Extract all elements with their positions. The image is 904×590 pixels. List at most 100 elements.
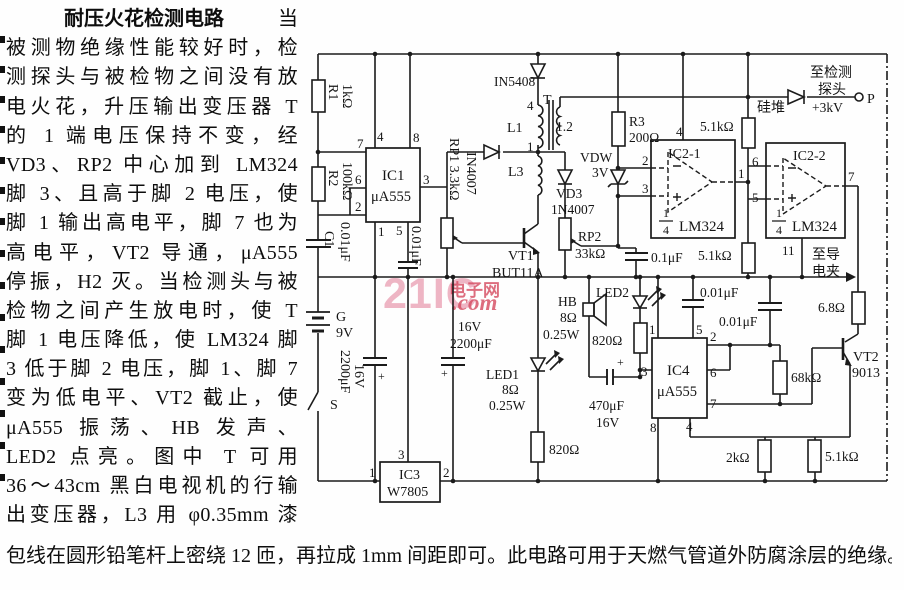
circuit-label: 1N4007 (551, 202, 595, 217)
circuit-label: LED1 (486, 367, 519, 382)
article-title-line: 耐压火花检测电路 当 (6, 5, 298, 34)
circuit-label: IC2-2 (793, 149, 826, 164)
circuit-label: W7805 (387, 485, 428, 500)
circuit-label: 3 (642, 181, 649, 196)
circuit-label: 0.25W (489, 398, 526, 413)
diode-silicon-stack (787, 88, 806, 106)
switch-s (307, 391, 319, 411)
article-line: 的 1 端电压保持不变，经 (6, 124, 298, 147)
circuit-label: 6 (752, 154, 759, 169)
circuit-label: IC4 (667, 363, 690, 379)
circuit-label: +3kV (812, 100, 843, 115)
article-title: 耐压火花检测电路 (64, 8, 224, 30)
article-line: 脚 1 输出高电平，脚 7 也为 (6, 212, 298, 235)
circuit-label: 2 (355, 199, 362, 214)
resistor-6r8 (851, 291, 866, 325)
article-line: 被测物绝缘性能较好时，检 (6, 37, 298, 60)
circuit-label: 820Ω (549, 442, 579, 457)
circuit-label: 8 (650, 420, 657, 435)
resistor-r1 (311, 79, 326, 113)
article-line: 脚 3、且高于脚 2 电压，使 (6, 183, 298, 206)
resistor-68k (772, 360, 788, 395)
resistor-5k1-mid (741, 242, 756, 274)
circuit-label: 6 (710, 365, 717, 380)
article-line: 变为低电平、VT2 截止，使 (6, 387, 298, 410)
article-line: LED2 点亮。图中 T 可用 (6, 445, 298, 468)
circuit-label: R1 (325, 84, 340, 100)
resistor-2k (757, 439, 772, 473)
circuit-label: 电夹 (812, 264, 840, 280)
resistor-5k1-bottom (807, 439, 822, 473)
circuit-label: 16V (458, 319, 482, 334)
circuit-label: 1.2 (556, 119, 573, 134)
circuit-label: 4 (676, 124, 683, 139)
ic2-1-lm324 (650, 139, 736, 239)
circuit-label: L1 (507, 121, 523, 136)
circuit-label: 2 (710, 329, 717, 344)
circuit-label: 4 (686, 419, 693, 434)
circuit-label: P (867, 92, 875, 107)
circuit-label: 3 (641, 364, 648, 379)
battery-g (306, 311, 330, 326)
led1 (529, 357, 547, 373)
circuit-label: 1 (369, 465, 376, 480)
circuit-label: 5 (696, 322, 703, 337)
circuit-label: 33kΩ (575, 246, 605, 261)
article-line: 3 低于脚 2 电压，脚 1、脚 7 (6, 358, 298, 381)
resistor-820-led2 (633, 322, 648, 354)
circuit-label: + (441, 366, 448, 380)
ic1-ua555 (365, 147, 421, 223)
diode-in4007 (483, 143, 501, 161)
pot-rp2 (558, 217, 572, 251)
resistor-5k1-top (741, 117, 756, 149)
circuit-label: 5 (752, 190, 759, 205)
ic2-2-lm324 (765, 142, 846, 239)
article-line: 电火花，升压输出变压器 T (6, 95, 298, 118)
circuit-label: IN5408 (494, 74, 535, 89)
circuit-label: 8Ω (560, 310, 577, 325)
circuit-label: R2 (325, 170, 340, 186)
circuit-label: 6 (355, 172, 362, 187)
ic4-ua555 (651, 337, 708, 419)
diode-vd3 (556, 169, 574, 186)
circuit-label: 1 (649, 322, 656, 337)
circuit-label: S (330, 398, 338, 413)
resistor-r2 (311, 166, 326, 202)
circuit-label: G (336, 310, 346, 325)
circuit-label: T (543, 93, 552, 108)
circuit-label: 5.1kΩ (825, 449, 859, 464)
circuit-label: VDW (580, 150, 612, 165)
circuit-label: 2200μF (337, 350, 352, 394)
circuit-label: 0.25W (543, 327, 580, 342)
circuit-label: R3 (629, 114, 645, 129)
circuit-label: μA555 (371, 189, 411, 205)
circuit-label: VT2 (853, 350, 879, 365)
circuit-label: RP2 (578, 229, 601, 244)
circuit-label: 100kΩ (339, 162, 354, 200)
circuit-label: 4 (377, 129, 384, 144)
article-line: VD3、RP2 中心加到 LM324 (6, 153, 298, 176)
article-line: 高电平，VT2 导通，μA555 (6, 241, 298, 264)
terminal-p (854, 92, 864, 102)
transformer-t (537, 100, 563, 196)
circuit-label: IC1 (382, 168, 405, 184)
circuit-label: 4 (527, 98, 534, 113)
circuit-label: BUT11A (492, 266, 544, 281)
circuit-label: 1 (738, 166, 745, 181)
junction-dots (315, 51, 818, 484)
circuit-label: 16V (596, 415, 620, 430)
circuit-label: 0.01μF (719, 314, 758, 329)
circuit-label: 0.01μF (408, 226, 423, 266)
article-line: 脚 1 电压降低，使 LM324 脚 (6, 329, 298, 352)
led2 (631, 295, 649, 310)
circuit-label: 1 (663, 206, 669, 220)
article-title-rest: 当 (278, 8, 298, 30)
article-line: 测探头与被检物之间没有放 (6, 66, 298, 89)
ic3-w7805 (379, 461, 441, 503)
diodes (483, 63, 806, 373)
circuit-label: 7 (357, 136, 364, 151)
circuit-label: 6.8Ω (818, 300, 845, 315)
article-line: 36～43cm 黑白电视机的行输 (6, 475, 298, 497)
